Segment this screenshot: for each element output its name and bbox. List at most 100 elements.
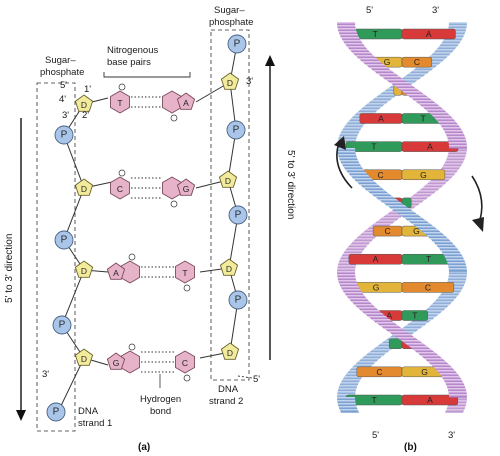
- strand-purple-segment: [385, 79, 408, 83]
- panel-b-caption: (b): [404, 442, 417, 453]
- strand-purple-segment: [419, 187, 442, 191]
- strand-blue-segment: [426, 235, 448, 239]
- helix-rung-right-label: C: [425, 282, 431, 292]
- helix-rung-left-label: C: [377, 170, 383, 180]
- strand-blue-segment: [338, 385, 358, 389]
- strand-purple-segment: [361, 61, 384, 65]
- base-pairs-label-1: Nitrogenous: [107, 45, 158, 56]
- strand-blue-segment: [340, 130, 361, 134]
- strand-purple-segment: [421, 106, 444, 110]
- svg-text:P: P: [61, 130, 68, 141]
- strand-purple-segment: [445, 133, 465, 137]
- strand-purple-segment: [392, 334, 415, 338]
- helix-rung-right-label: A: [426, 29, 432, 39]
- strand-purple-segment: [337, 22, 356, 26]
- strand-purple-segment: [388, 331, 411, 335]
- strand-blue-segment: [446, 259, 466, 263]
- svg-text:A: A: [113, 268, 119, 278]
- strand-purple-segment: [337, 25, 356, 29]
- sugar-phosphate-label-left-2: phosphate: [40, 67, 84, 78]
- label-3prime-right: 3': [246, 76, 253, 87]
- strand2-label-2: strand 2: [209, 396, 243, 407]
- strand-purple-segment: [448, 391, 467, 395]
- strand-blue-segment: [339, 382, 359, 386]
- strand-purple-segment: [431, 115, 453, 119]
- strand-purple-segment: [364, 313, 386, 317]
- strand-blue-segment: [370, 193, 393, 197]
- strand-blue-segment: [362, 187, 385, 191]
- strand-purple-segment: [375, 322, 398, 326]
- strand-purple-segment: [338, 31, 358, 35]
- strand-purple-segment: [443, 379, 464, 383]
- strand-purple-segment: [416, 352, 439, 356]
- strand-blue-segment: [431, 301, 453, 305]
- strand-purple-segment: [408, 346, 431, 350]
- phosphate-right-2: P: [228, 205, 248, 225]
- strand-blue-segment: [366, 190, 389, 194]
- strand-purple-segment: [347, 244, 369, 248]
- strand-purple-segment: [382, 214, 405, 218]
- helix-front-strands: [337, 22, 467, 413]
- strand-blue-segment: [386, 205, 409, 209]
- helix-label-5prime-top: 5': [366, 5, 373, 16]
- strand-purple-segment: [407, 196, 430, 200]
- strand-purple-segment: [428, 112, 450, 116]
- svg-text:G: G: [113, 358, 120, 368]
- strand-blue-segment: [441, 40, 462, 44]
- strand-purple-segment: [448, 145, 467, 149]
- sugar-phosphate-label-left-1: Sugar–: [45, 55, 76, 66]
- strand-blue-segment: [337, 151, 356, 155]
- strand-purple-segment: [423, 184, 445, 188]
- strand-purple-segment: [440, 166, 461, 170]
- strand-purple-segment: [439, 124, 461, 128]
- svg-text:C: C: [117, 184, 123, 194]
- strand-blue-segment: [371, 97, 394, 101]
- helix-rung-right-label: T: [426, 254, 431, 264]
- strand-purple-segment: [446, 385, 466, 389]
- sugar-left-1: D: [74, 178, 94, 196]
- strand-blue-segment: [338, 157, 358, 161]
- strand1-label-1: DNA: [78, 406, 99, 417]
- helix-rung-left-label: C: [384, 226, 390, 236]
- strand-blue-segment: [382, 202, 405, 206]
- strand-blue-segment: [437, 295, 458, 299]
- label-1prime: 1': [84, 84, 91, 95]
- strand-purple-segment: [433, 367, 455, 371]
- label-3prime-left-bottom: 3': [42, 369, 49, 380]
- strand-purple-segment: [350, 241, 372, 245]
- strand-purple-segment: [447, 139, 467, 143]
- helix-rung-right-label: A: [427, 142, 433, 152]
- strand-blue-segment: [375, 94, 398, 98]
- svg-text:D: D: [81, 266, 87, 276]
- strand-purple-segment: [442, 127, 462, 131]
- strand-purple-segment: [436, 370, 458, 374]
- strand-purple-segment: [343, 292, 365, 296]
- svg-text:C: C: [182, 358, 188, 368]
- sugar-right-2: D: [219, 258, 239, 276]
- strand-blue-segment: [428, 304, 450, 308]
- svg-text:P: P: [59, 320, 66, 331]
- strand-purple-segment: [351, 301, 373, 305]
- strand-purple-segment: [355, 55, 377, 59]
- strand-purple-segment: [337, 271, 356, 275]
- strand-purple-segment: [446, 406, 466, 410]
- strand-blue-segment: [448, 25, 467, 29]
- strand-purple-segment: [345, 247, 366, 251]
- strand-blue-segment: [415, 226, 438, 230]
- label-3prime-carbon: 3': [62, 110, 69, 121]
- strand-purple-segment: [377, 73, 400, 77]
- phosphate-left-0: P: [54, 125, 74, 145]
- strand-purple-segment: [370, 223, 393, 227]
- sugar-right-1: D: [218, 170, 238, 188]
- strand-purple-segment: [393, 85, 416, 89]
- sugar-right-0: D: [220, 72, 240, 90]
- strand-blue-segment: [339, 133, 359, 137]
- strand-blue-segment: [359, 184, 381, 188]
- strand-blue-segment: [364, 103, 386, 107]
- strand-purple-segment: [427, 361, 449, 365]
- strand-blue-segment: [427, 55, 449, 59]
